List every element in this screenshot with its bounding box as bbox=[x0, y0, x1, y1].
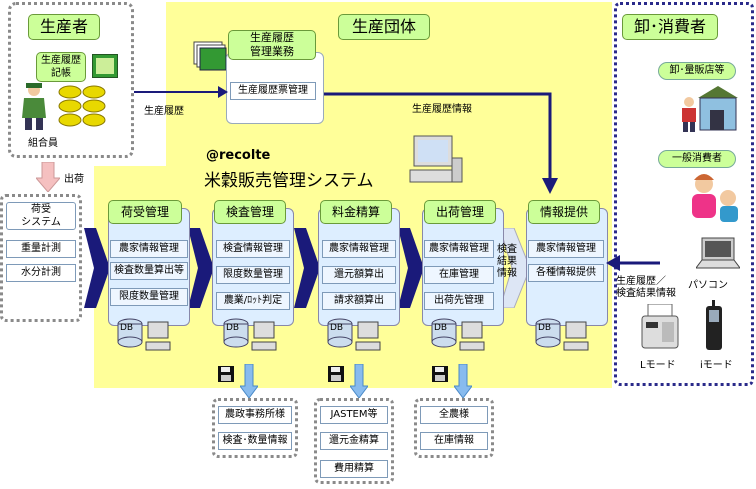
db-icon: DB bbox=[116, 318, 172, 352]
laptop-icon bbox=[696, 237, 740, 269]
imode-label: iモード bbox=[700, 360, 733, 371]
notebook-icon bbox=[92, 54, 118, 78]
system-brand: @recolte bbox=[206, 148, 271, 163]
floppy-icon bbox=[328, 366, 344, 382]
floppy-icon bbox=[432, 366, 448, 382]
down-arrow bbox=[454, 364, 472, 398]
flow-arrow bbox=[84, 228, 110, 308]
output-group bbox=[314, 398, 394, 484]
db-label: DB bbox=[330, 323, 344, 333]
module-title: 出荷管理 bbox=[424, 200, 496, 224]
module-item: 検査数量算出等 bbox=[110, 262, 188, 280]
pc-label: パソコン bbox=[688, 280, 728, 291]
arrow-history-out-label: 生産履歴情報 bbox=[412, 104, 472, 115]
output-item: 在庫情報 bbox=[420, 432, 488, 450]
consumer-title: 卸･消費者 bbox=[622, 14, 718, 40]
record-title: 生産履歴 記帳 bbox=[36, 52, 86, 82]
db-label: DB bbox=[226, 323, 240, 333]
db-label: DB bbox=[538, 323, 552, 333]
arrow-consumer-in bbox=[606, 255, 660, 271]
member-label: 組合員 bbox=[28, 138, 58, 149]
mobile-phone-icon bbox=[706, 300, 722, 350]
arrow-history-in-label: 生産履歴 bbox=[144, 106, 184, 117]
output-item: 費用精算 bbox=[320, 460, 388, 478]
computer-icon bbox=[409, 135, 463, 183]
db-label: DB bbox=[120, 323, 134, 333]
documents-icon bbox=[193, 41, 227, 71]
lmode-label: Lモード bbox=[640, 360, 676, 371]
module-item: 限度数量管理 bbox=[216, 266, 290, 284]
floppy-icon bbox=[218, 366, 234, 382]
flow-arrow bbox=[188, 228, 214, 308]
module-item: 限度数量管理 bbox=[110, 288, 188, 306]
fax-icon bbox=[641, 304, 679, 349]
wholesale-label: 卸･量販店等 bbox=[658, 62, 736, 80]
db-icon: DB bbox=[326, 318, 382, 352]
module-title: 情報提供 bbox=[528, 200, 600, 224]
farmer-icon bbox=[22, 83, 46, 130]
module-item: 各種情報提供 bbox=[528, 264, 604, 282]
system-name: 米穀販売管理システム bbox=[204, 171, 374, 191]
output-item: 検査･数量情報 bbox=[218, 432, 292, 450]
module-title: 料金精算 bbox=[320, 200, 392, 224]
output-group bbox=[212, 398, 298, 458]
ship-label: 出荷 bbox=[64, 174, 84, 185]
output-item: 還元金精算 bbox=[320, 432, 388, 450]
flow-arrow bbox=[398, 228, 424, 308]
family-icon bbox=[692, 174, 738, 222]
module-item: 出荷先管理 bbox=[424, 292, 494, 310]
rice-bags-icon bbox=[58, 85, 106, 127]
db-icon: DB bbox=[222, 318, 278, 352]
result-label: 検査 結果 情報 bbox=[497, 244, 517, 279]
intake-title: 荷受 システム bbox=[6, 202, 76, 230]
arrow-history-in bbox=[134, 86, 228, 98]
db-label: DB bbox=[434, 323, 448, 333]
module-item: 農家情報管理 bbox=[322, 240, 396, 258]
output-item: 全農様 bbox=[420, 406, 488, 424]
module-item: 農業/ﾛｯﾄ判定 bbox=[216, 292, 290, 310]
module-item: 農家情報管理 bbox=[528, 240, 604, 258]
module-title: 荷受管理 bbox=[108, 200, 182, 224]
consumer-region bbox=[614, 2, 754, 386]
producer-title: 生産者 bbox=[28, 14, 100, 40]
db-icon: DB bbox=[430, 318, 486, 352]
module-title: 検査管理 bbox=[214, 200, 286, 224]
general-label: 一般消費者 bbox=[658, 150, 736, 168]
intake-item: 重量計測 bbox=[6, 240, 76, 258]
intake-region bbox=[0, 194, 82, 322]
flow-arrow-light bbox=[500, 228, 530, 308]
arrow-consumer-label: 生産履歴／ 検査結果情報 bbox=[616, 276, 676, 299]
module-item: 還元額算出 bbox=[322, 266, 396, 284]
db-icon: DB bbox=[534, 318, 590, 352]
module-item: 農家情報管理 bbox=[110, 240, 188, 258]
module-item: 在庫管理 bbox=[424, 266, 494, 284]
arrow-history-out bbox=[324, 92, 558, 194]
module-item: 請求額算出 bbox=[322, 292, 396, 310]
output-group bbox=[414, 398, 494, 458]
intake-item: 水分計測 bbox=[6, 264, 76, 282]
history-title: 生産履歴 管理業務 bbox=[228, 30, 316, 60]
org-title: 生産団体 bbox=[338, 14, 430, 40]
down-arrow bbox=[240, 364, 258, 398]
output-item: 農政事務所様 bbox=[218, 406, 292, 424]
ship-arrow bbox=[36, 162, 60, 192]
producer-region bbox=[8, 2, 134, 158]
output-item: JASTEM等 bbox=[320, 406, 388, 424]
store-icon bbox=[698, 86, 738, 131]
shopper-icon bbox=[682, 97, 696, 132]
module-item: 農家情報管理 bbox=[424, 240, 494, 258]
down-arrow bbox=[350, 364, 368, 398]
flow-arrow bbox=[294, 228, 320, 308]
module-item: 検査情報管理 bbox=[216, 240, 290, 258]
history-item: 生産履歴票管理 bbox=[230, 82, 316, 100]
